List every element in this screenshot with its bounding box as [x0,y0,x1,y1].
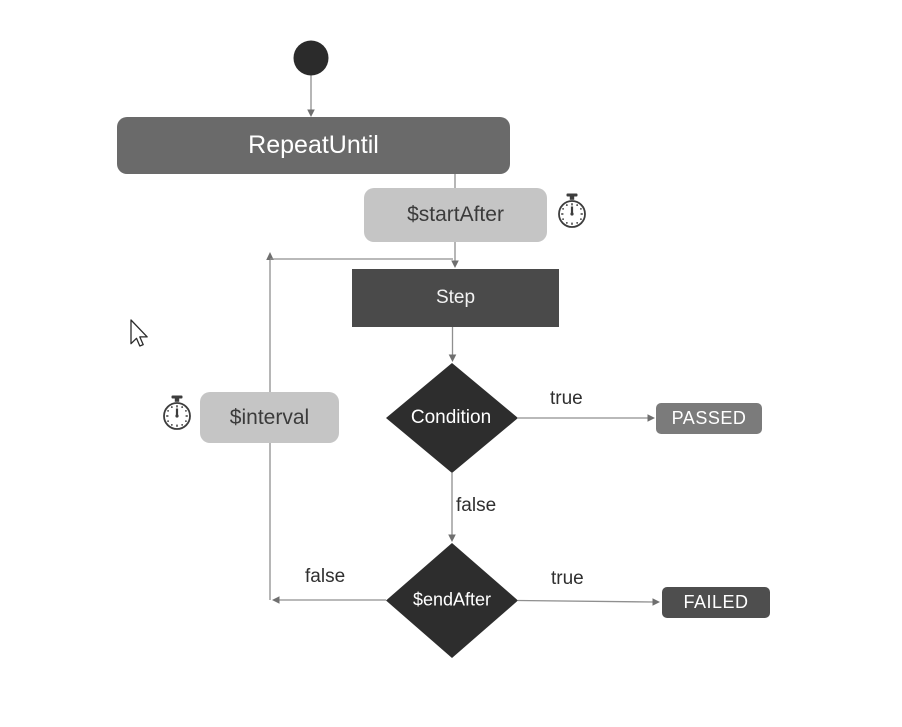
stopwatch-icon [163,395,191,430]
failed-label: FAILED [683,592,749,612]
end-after-label: $endAfter [412,589,492,610]
edge-label-endafter-true: true [551,568,584,589]
failed-node[interactable]: FAILED [662,587,770,618]
passed-label: PASSED [671,408,747,428]
edge-condition-true [518,414,655,422]
step-label: Step [435,287,476,308]
condition-node[interactable] [386,363,518,473]
edge-label-endafter-false: false [305,566,346,587]
interval-node[interactable]: $interval [200,392,339,443]
mouse-cursor [130,319,148,347]
end-after-node[interactable] [386,543,518,658]
condition-label: Condition [410,407,492,428]
interval-label: $interval [229,405,310,429]
edge-label-condition-false: false [456,495,497,516]
passed-node[interactable]: PASSED [656,403,762,434]
start-after-node[interactable]: $startAfter [364,188,547,242]
stopwatch-icon [558,193,586,228]
start-node[interactable] [293,40,329,76]
edge-start-to-repeatuntil [307,75,315,117]
edge-step-to-condition [448,327,457,362]
start-after-label: $startAfter [407,203,504,226]
edge-endafter-true [517,598,660,606]
edge-label-condition-true: true [550,388,583,409]
step-node[interactable]: Step [352,269,559,327]
repeat-until-label: RepeatUntil [248,131,379,159]
repeat-until-node[interactable]: RepeatUntil [117,117,510,174]
edge-condition-false [448,473,456,542]
